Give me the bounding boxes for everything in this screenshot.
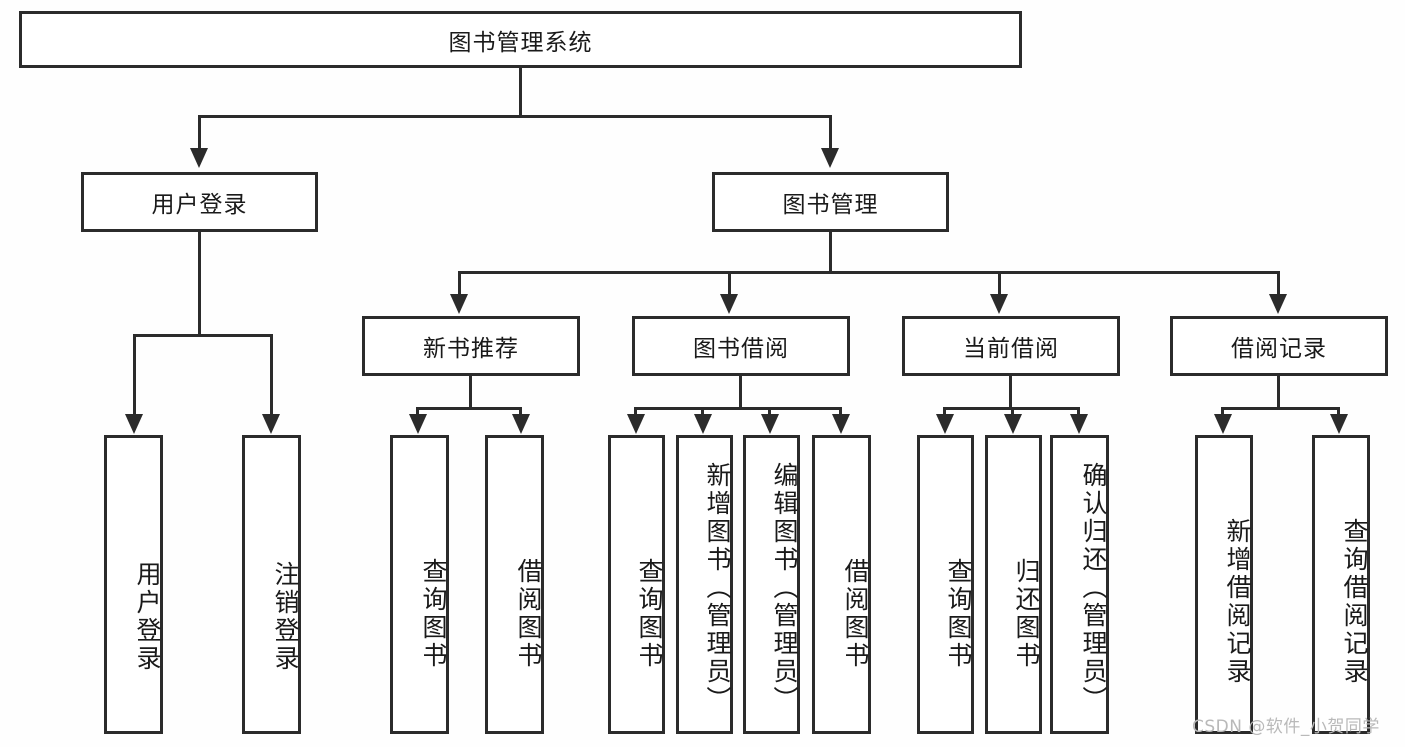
arrow-borrow-record-to-leaf-1 (1214, 414, 1232, 434)
node-user-login[interactable]: 用户登录 (81, 172, 318, 232)
arrow-book-manage-to-l3-3 (990, 294, 1008, 314)
leaf-label: 用户登录 (133, 560, 162, 673)
node-current-borrow-label: 当前借阅 (963, 336, 1059, 362)
leaf-borrow-record-add[interactable]: 新增借阅记录 (1195, 435, 1253, 734)
arrow-current-borrow-to-leaf-3 (1070, 414, 1088, 434)
node-new-book-recommend-label: 新书推荐 (423, 336, 519, 362)
leaf-label: 编辑图书（管理员） (770, 461, 799, 714)
leaf-label: 借阅图书 (841, 557, 870, 670)
leaf-user-login-logout[interactable]: 注销登录 (242, 435, 301, 734)
node-borrow-record[interactable]: 借阅记录 (1170, 316, 1388, 376)
leaf-label: 查询图书 (419, 557, 448, 670)
arrow-book-manage-to-l3-2 (720, 294, 738, 314)
edge-current-borrow-to-leaf-3 (1077, 407, 1080, 415)
edge-book-borrow-to-leaf-3 (768, 407, 771, 415)
leaf-label: 查询图书 (635, 557, 664, 670)
node-root[interactable]: 图书管理系统 (19, 11, 1022, 68)
node-root-label: 图书管理系统 (448, 29, 593, 56)
arrow-user-login-to-leaf-1 (125, 414, 143, 434)
arrow-current-borrow-to-leaf-2 (1004, 414, 1022, 434)
edge-user-login-to-leaf-2 (270, 334, 273, 415)
edge-borrow-record-to-leaf-1 (1221, 407, 1224, 415)
leaf-new-book-borrow[interactable]: 借阅图书 (485, 435, 544, 734)
edge-root-stem (519, 68, 522, 117)
arrow-new-book-to-leaf-2 (512, 414, 530, 434)
edge-book-manage-to-l3-4 (1277, 271, 1280, 295)
node-book-borrow-label: 图书借阅 (693, 336, 789, 362)
leaf-label: 确认归还（管理员） (1079, 461, 1108, 714)
edge-user-login-bar (133, 334, 273, 337)
edge-current-borrow-to-leaf-1 (943, 407, 946, 415)
edge-book-borrow-bar (634, 407, 842, 410)
edge-root-to-user-login (198, 115, 201, 150)
leaf-label: 借阅图书 (514, 557, 543, 670)
leaf-label: 归还图书 (1012, 557, 1041, 670)
arrow-book-borrow-to-leaf-1 (627, 414, 645, 434)
leaf-current-borrow-return[interactable]: 归还图书 (985, 435, 1042, 734)
edge-book-manage-to-l3-3 (998, 271, 1001, 295)
arrow-root-to-book-manage (821, 148, 839, 168)
edge-new-book-to-leaf-2 (519, 407, 522, 415)
edge-borrow-record-bar (1221, 407, 1340, 410)
node-book-manage[interactable]: 图书管理 (712, 172, 949, 232)
leaf-book-borrow-borrow[interactable]: 借阅图书 (812, 435, 871, 734)
edge-current-borrow-stem (1009, 376, 1012, 410)
edge-book-borrow-to-leaf-2 (701, 407, 704, 415)
arrow-current-borrow-to-leaf-1 (936, 414, 954, 434)
edge-user-login-stem (198, 232, 201, 337)
edge-user-login-to-leaf-1 (133, 334, 136, 415)
arrow-book-manage-to-l3-1 (450, 294, 468, 314)
leaf-book-borrow-edit[interactable]: 编辑图书（管理员） (743, 435, 800, 734)
edge-root-bar (198, 115, 832, 118)
arrow-borrow-record-to-leaf-2 (1330, 414, 1348, 434)
edge-current-borrow-to-leaf-2 (1011, 407, 1014, 415)
node-current-borrow[interactable]: 当前借阅 (902, 316, 1120, 376)
arrow-user-login-to-leaf-2 (262, 414, 280, 434)
edge-book-manage-stem (829, 232, 832, 274)
arrow-book-borrow-to-leaf-2 (694, 414, 712, 434)
edge-book-borrow-stem (739, 376, 742, 410)
edge-borrow-record-stem (1277, 376, 1280, 410)
edge-borrow-record-to-leaf-2 (1337, 407, 1340, 415)
node-new-book-recommend[interactable]: 新书推荐 (362, 316, 580, 376)
edge-book-borrow-to-leaf-4 (839, 407, 842, 415)
arrow-new-book-to-leaf-1 (409, 414, 427, 434)
leaf-current-borrow-confirm[interactable]: 确认归还（管理员） (1050, 435, 1109, 734)
edge-book-manage-bar (458, 271, 1280, 274)
leaf-label: 查询图书 (944, 557, 973, 670)
node-book-borrow[interactable]: 图书借阅 (632, 316, 850, 376)
leaf-new-book-query[interactable]: 查询图书 (390, 435, 449, 734)
csdn-watermark: CSDN @软件_小贺同学 (1192, 717, 1380, 737)
edge-new-book-to-leaf-1 (416, 407, 419, 415)
edge-root-to-book-manage (829, 115, 832, 150)
leaf-book-borrow-add[interactable]: 新增图书（管理员） (676, 435, 733, 734)
arrow-book-borrow-to-leaf-3 (761, 414, 779, 434)
arrow-book-manage-to-l3-4 (1269, 294, 1287, 314)
leaf-label: 新增图书（管理员） (703, 461, 732, 714)
edge-book-manage-to-l3-2 (728, 271, 731, 295)
edge-book-manage-to-l3-1 (458, 271, 461, 295)
leaf-label: 新增借阅记录 (1223, 517, 1252, 686)
leaf-borrow-record-query[interactable]: 查询借阅记录 (1312, 435, 1370, 734)
node-user-login-label: 用户登录 (151, 192, 248, 218)
leaf-label: 查询借阅记录 (1340, 517, 1369, 686)
edge-new-book-bar (416, 407, 522, 410)
arrow-book-borrow-to-leaf-4 (832, 414, 850, 434)
node-borrow-record-label: 借阅记录 (1231, 336, 1327, 362)
arrow-root-to-user-login (190, 148, 208, 168)
edge-book-borrow-to-leaf-1 (634, 407, 637, 415)
leaf-current-borrow-query[interactable]: 查询图书 (917, 435, 974, 734)
edge-new-book-stem (469, 376, 472, 410)
leaf-label: 注销登录 (271, 560, 300, 673)
leaf-user-login-login[interactable]: 用户登录 (104, 435, 163, 734)
leaf-book-borrow-query[interactable]: 查询图书 (608, 435, 665, 734)
node-book-manage-label: 图书管理 (782, 192, 879, 218)
